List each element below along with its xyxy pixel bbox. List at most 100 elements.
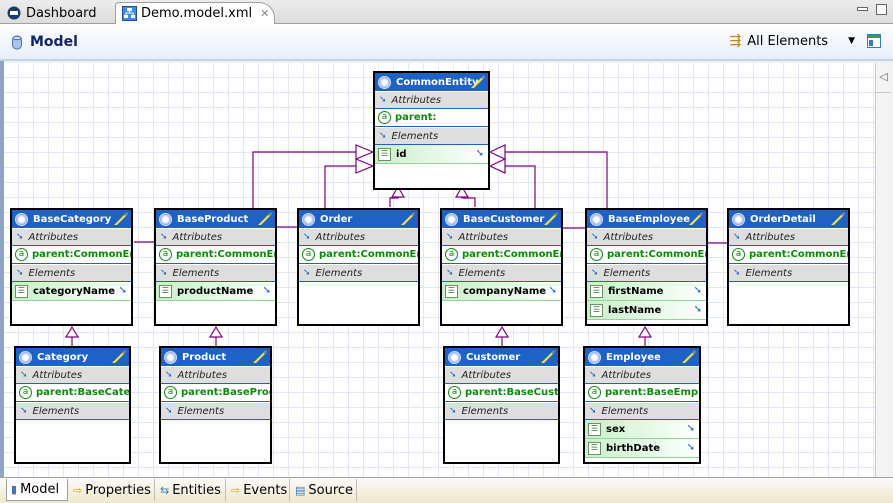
edit-pen-icon[interactable] bbox=[542, 212, 558, 226]
edit-pen-icon[interactable] bbox=[251, 350, 267, 364]
arrowhead-category bbox=[64, 325, 80, 338]
filter-label[interactable]: All Elements bbox=[747, 33, 829, 49]
entity-employee[interactable]: Employee ➘Attributes aparent:BaseEmploye… bbox=[583, 346, 701, 464]
navigate-arrow-icon[interactable]: ➘ bbox=[686, 442, 695, 453]
entity-customer[interactable]: Customer ➘Attributes aparent:BaseCustome… bbox=[443, 346, 560, 464]
attributes-section[interactable]: ➘Attributes bbox=[442, 228, 561, 246]
edit-pen-icon[interactable] bbox=[256, 212, 272, 226]
elements-section[interactable]: ➘Elements bbox=[12, 264, 131, 282]
elements-section[interactable]: ➘Elements bbox=[299, 264, 418, 282]
elements-section[interactable]: ➘Elements bbox=[445, 402, 558, 420]
show-palette-button[interactable]: ◁ bbox=[876, 63, 891, 93]
filter-elements-icon[interactable]: ⇶ bbox=[729, 33, 742, 49]
entity-icon bbox=[302, 212, 315, 226]
tab-source[interactable]: ▤Source bbox=[291, 479, 357, 501]
element-row[interactable]: ☰firstName➘ bbox=[587, 282, 706, 301]
elements-section[interactable]: ➘Elements bbox=[375, 127, 488, 145]
elements-section[interactable]: ➘Elements bbox=[729, 264, 848, 282]
entity-icon bbox=[445, 212, 458, 226]
entity-baseproduct[interactable]: BaseProduct ➘Attributes aparent:CommonEn… bbox=[154, 208, 277, 326]
elements-section[interactable]: ➘Elements bbox=[161, 402, 270, 420]
attributes-section[interactable]: ➘Attributes bbox=[16, 366, 129, 384]
attributes-section[interactable]: ➘Attributes bbox=[729, 228, 848, 246]
tab-properties[interactable]: ⇨Properties bbox=[69, 479, 155, 501]
tab-events[interactable]: ⇨Events bbox=[227, 479, 290, 501]
edit-pen-icon[interactable] bbox=[680, 350, 696, 364]
elements-section[interactable]: ➘Elements bbox=[587, 264, 706, 282]
navigate-arrow-icon[interactable]: ➘ bbox=[693, 285, 702, 296]
elements-section[interactable]: ➘Elements bbox=[16, 402, 129, 420]
navigate-arrow-icon[interactable]: ➘ bbox=[693, 304, 702, 315]
tab-model[interactable]: ▮Model bbox=[6, 479, 68, 501]
attributes-section[interactable]: ➘Attributes bbox=[156, 228, 275, 246]
edit-pen-icon[interactable] bbox=[687, 212, 703, 226]
edit-pen-icon[interactable] bbox=[539, 350, 555, 364]
entity-orderdetail[interactable]: OrderDetail ➘Attributes aparent:CommonEn… bbox=[727, 208, 850, 326]
element-row[interactable]: ☰productName➘ bbox=[156, 282, 275, 301]
minimize-button[interactable] bbox=[857, 7, 868, 11]
edit-pen-icon[interactable] bbox=[110, 350, 126, 364]
expand-arrow-icon: ➘ bbox=[379, 131, 387, 141]
element-row[interactable]: ☰sex➘ bbox=[585, 420, 699, 439]
elements-section[interactable]: ➘Elements bbox=[156, 264, 275, 282]
edit-pen-icon[interactable] bbox=[469, 75, 485, 89]
expand-arrow-icon: ➘ bbox=[589, 406, 597, 416]
elements-section[interactable]: ➘Elements bbox=[585, 402, 699, 420]
attributes-section[interactable]: ➘Attributes bbox=[375, 91, 488, 109]
navigate-arrow-icon[interactable]: ➘ bbox=[548, 285, 557, 296]
page-title: Model bbox=[30, 34, 78, 50]
edit-pen-icon[interactable] bbox=[399, 212, 415, 226]
attributes-section[interactable]: ➘Attributes bbox=[12, 228, 131, 246]
element-row[interactable]: ☰categoryName➘ bbox=[12, 282, 131, 301]
edit-pen-icon[interactable] bbox=[112, 212, 128, 226]
attribute-icon: a bbox=[378, 111, 391, 124]
navigate-arrow-icon[interactable]: ➘ bbox=[686, 423, 695, 434]
element-row[interactable]: ☰birthDate➘ bbox=[585, 439, 699, 458]
navigate-arrow-icon[interactable]: ➘ bbox=[118, 285, 127, 296]
expand-arrow-icon: ➘ bbox=[20, 406, 28, 416]
close-icon[interactable]: ✕ bbox=[260, 7, 270, 20]
attributes-section[interactable]: ➘Attributes bbox=[161, 366, 270, 384]
entity-category[interactable]: Category ➘Attributes aparent:BaseCategor… bbox=[14, 346, 131, 464]
elements-section[interactable]: ➘Elements bbox=[442, 264, 561, 282]
tab-demo-model[interactable]: Demo.model.xml ✕ bbox=[115, 2, 275, 24]
filter-dropdown-button[interactable]: ▼ bbox=[848, 36, 855, 46]
entity-product[interactable]: Product ➘Attributes aparent:BaseProduct … bbox=[159, 346, 272, 464]
attributes-section[interactable]: ➘Attributes bbox=[585, 366, 699, 384]
element-row[interactable]: ☰id➘ bbox=[375, 145, 488, 164]
expand-arrow-icon: ➘ bbox=[303, 232, 311, 242]
navigate-arrow-icon[interactable]: ➘ bbox=[475, 148, 484, 159]
maximize-button[interactable] bbox=[876, 4, 887, 15]
element-row[interactable]: ☰companyName➘ bbox=[442, 282, 561, 301]
tab-entities[interactable]: ⇆Entities bbox=[156, 479, 226, 501]
element-row[interactable]: ☰lastName➘ bbox=[587, 301, 706, 320]
attributes-section[interactable]: ➘Attributes bbox=[445, 366, 558, 384]
entity-icon bbox=[378, 75, 391, 89]
tab-dashboard[interactable]: Dashboard bbox=[0, 2, 112, 24]
expand-arrow-icon: ➘ bbox=[733, 268, 741, 278]
entity-name: Employee bbox=[606, 351, 661, 363]
layout-icon[interactable] bbox=[867, 34, 881, 48]
attributes-section[interactable]: ➘Attributes bbox=[587, 228, 706, 246]
entity-name: BaseEmployee bbox=[608, 213, 690, 225]
attributes-section[interactable]: ➘Attributes bbox=[299, 228, 418, 246]
edit-pen-icon[interactable] bbox=[829, 212, 845, 226]
navigate-arrow-icon[interactable]: ➘ bbox=[262, 285, 271, 296]
